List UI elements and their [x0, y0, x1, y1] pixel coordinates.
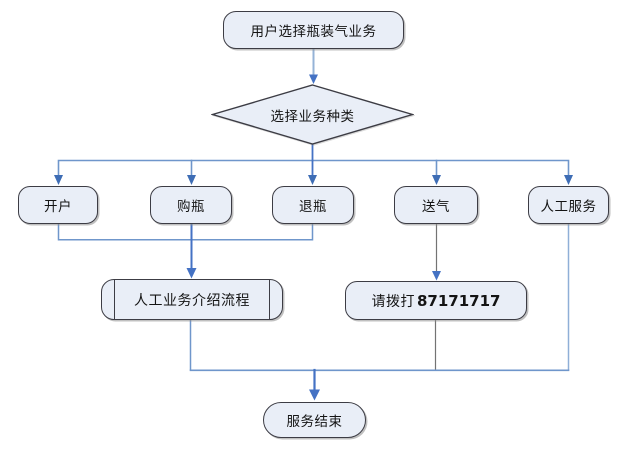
node-end-label: 服务结束 — [286, 414, 343, 430]
node-decision-label: 选择业务种类 — [270, 108, 355, 125]
arrowhead-into-end — [309, 389, 320, 401]
node-end: 服务结束 — [263, 402, 366, 438]
node-branch-gas-delivery: 送气 — [394, 186, 478, 224]
call-prefix-label: 请拨打 — [371, 293, 415, 310]
arrowhead-into-deliver — [432, 175, 441, 185]
predefined-bar-right — [268, 280, 270, 319]
connector-distribution-rail — [57, 159, 570, 178]
arrowhead-into-decision — [309, 74, 318, 84]
node-branch-open-account: 开户 — [18, 186, 98, 224]
node-intro-process: 人工业务介绍流程 — [101, 279, 283, 320]
connector-collector-top — [57, 223, 314, 241]
node-decision: 选择业务种类 — [211, 84, 414, 145]
node-start: 用户选择瓶装气业务 — [223, 11, 404, 49]
arrowhead-into-manual — [564, 175, 573, 185]
arrowhead-into-open — [54, 175, 63, 185]
predefined-bar-left — [114, 280, 116, 319]
node-call-number: 请拨打 87171717 — [345, 281, 527, 320]
arrowhead-into-buy — [187, 175, 196, 185]
node-branch-manual-service: 人工服务 — [528, 186, 609, 224]
branch-label: 送气 — [422, 199, 450, 215]
node-start-label: 用户选择瓶装气业务 — [250, 24, 377, 40]
diamond-shape — [211, 84, 414, 145]
branch-label: 开户 — [44, 199, 72, 215]
arrowhead-into-return — [308, 175, 317, 185]
node-branch-return-bottle: 退瓶 — [272, 186, 354, 224]
arrowhead-into-intro — [186, 268, 197, 279]
branch-label: 购瓶 — [177, 199, 205, 215]
node-intro-label: 人工业务介绍流程 — [134, 292, 250, 309]
node-branch-buy-bottle: 购瓶 — [150, 186, 232, 224]
arrowhead-into-call — [432, 271, 441, 281]
branch-label: 人工服务 — [540, 199, 597, 215]
branch-label: 退瓶 — [299, 199, 327, 215]
phone-number: 87171717 — [417, 291, 501, 310]
